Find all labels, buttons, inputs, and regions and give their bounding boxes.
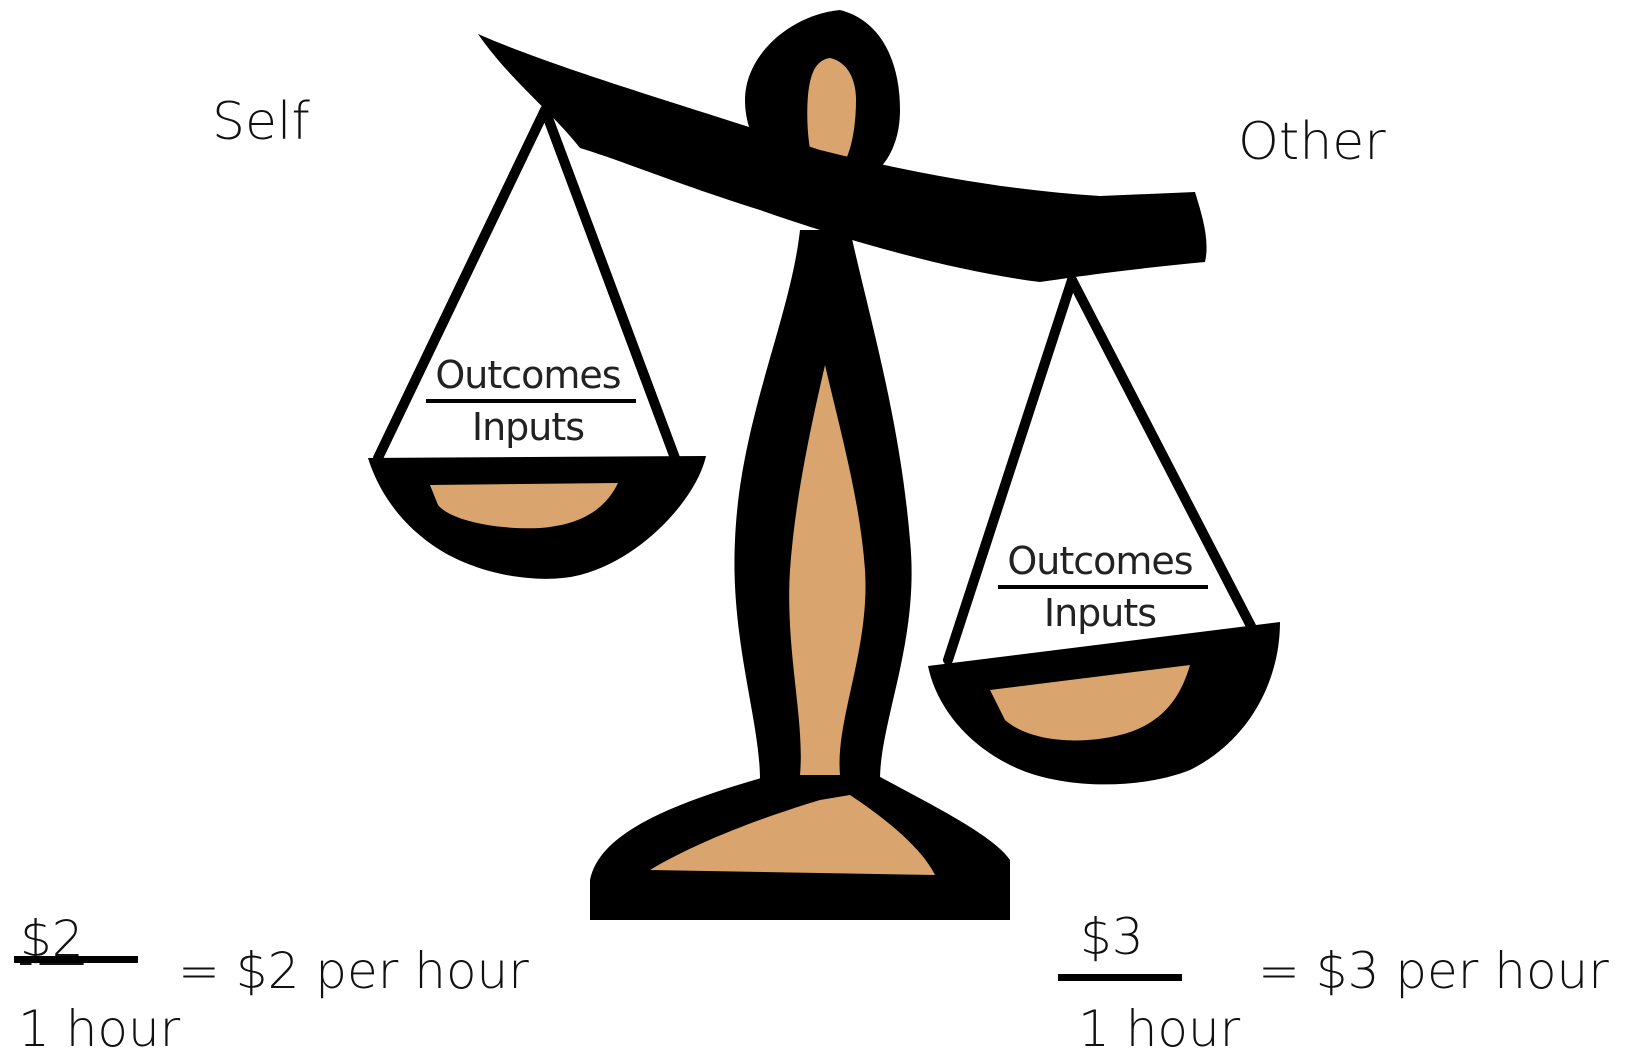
right-pan-numerator: Outcomes (1007, 539, 1192, 583)
other-ratio-fraction-bar (1058, 974, 1182, 981)
self-ratio-denominator: 1 hour (18, 1004, 180, 1048)
right-pan-denominator: Inputs (1044, 591, 1156, 635)
left-pan-numerator: Outcomes (435, 353, 620, 397)
self-ratio-fraction-bar (14, 956, 138, 963)
other-ratio-numerator: $3 (1080, 912, 1144, 962)
left-pan-denominator: Inputs (472, 405, 584, 449)
other-ratio-result: = $3 per hour (1258, 946, 1609, 996)
self-ratio-result: = $2 per hour (178, 946, 529, 996)
other-ratio-denominator: 1 hour (1078, 1004, 1240, 1048)
